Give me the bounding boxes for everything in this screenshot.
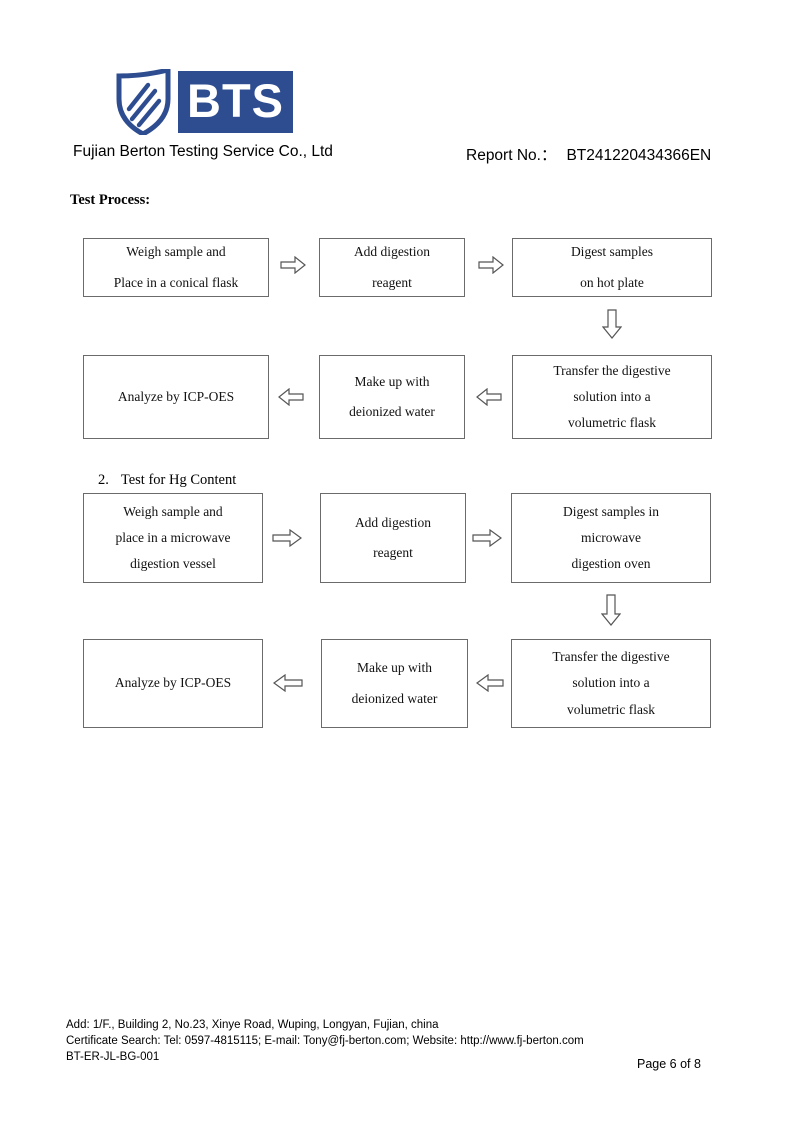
report-number-line: Report No.： BT241220434366EN [466,143,711,165]
footer-contact: Certificate Search: Tel: 0597-4815115; E… [66,1034,584,1047]
hg-section-number: 2. [98,472,109,488]
box-line: Digest samples [570,244,654,260]
arrow-right-icon [280,256,306,274]
box-line: Weigh sample and [123,503,223,519]
box-line: volumetric flask [566,701,656,717]
box-line: Transfer the digestive [552,649,670,665]
box-line: Add digestion [353,244,431,260]
arrow-down-icon [602,309,622,339]
shield-icon [116,66,172,137]
flow1-box-weigh-sample: Weigh sample and Place in a conical flas… [83,238,269,297]
flow1-box-makeup-water: Make up with deionized water [319,355,465,439]
flow1-box-add-digestion: Add digestion reagent [319,238,465,297]
hg-section-title: Test for Hg Content [120,472,237,488]
box-line: Analyze by ICP-OES [114,675,232,691]
arrow-down-icon [601,594,621,626]
flow1-box-digest-hotplate: Digest samples on hot plate [512,238,712,297]
hg-section-heading: 2. Test for Hg Content [98,472,236,489]
flow2-box-add-digestion: Add digestion reagent [320,493,466,583]
flow2-box-analyze-icpoes: Analyze by ICP-OES [83,639,263,728]
flow2-box-makeup-water: Make up with deionized water [321,639,468,728]
flow2-box-weigh-microwave: Weigh sample and place in a microwave di… [83,493,263,583]
report-number-label: Report No.： [466,147,557,164]
arrow-left-icon [476,674,504,692]
flow1-box-analyze-icpoes: Analyze by ICP-OES [83,355,269,439]
test-process-heading: Test Process: [70,192,151,208]
footer-address: Add: 1/F., Building 2, No.23, Xinye Road… [66,1019,439,1031]
arrow-right-icon [478,256,504,274]
arrow-left-icon [273,674,303,692]
box-line: Add digestion [354,514,432,530]
arrow-right-icon [472,529,502,547]
arrow-left-icon [278,388,304,406]
box-line: Place in a conical flask [113,274,239,290]
box-line: microwave [581,529,641,545]
flow1-box-transfer-flask: Transfer the digestive solution into a v… [512,355,712,439]
box-line: Weigh sample and [126,244,226,260]
page-footer: Add: 1/F., Building 2, No.23, Xinye Road… [66,1018,584,1066]
box-line: reagent [373,545,413,560]
logo-wordmark: BTS [178,71,293,133]
page-number: Page 6 of 8 [637,1057,701,1071]
box-line: Make up with [357,660,432,676]
box-line: volumetric flask [567,415,657,431]
company-logo: BTS [116,66,293,137]
box-line: Digest samples in [563,503,659,519]
flow2-box-transfer-flask: Transfer the digestive solution into a v… [511,639,711,728]
box-line: on hot plate [580,274,644,290]
box-line: deionized water [349,404,435,419]
flow2-box-digest-microwave-oven: Digest samples in microwave digestion ov… [511,493,711,583]
box-line: Make up with [354,373,430,389]
arrow-right-icon [272,529,302,547]
box-line: place in a microwave [115,529,231,545]
box-line: reagent [372,274,412,290]
box-line: deionized water [351,690,438,706]
box-line: digestion vessel [130,556,216,572]
report-number-value: BT241220434366EN [566,147,712,164]
box-line: solution into a [572,675,650,691]
box-line: Analyze by ICP-OES [117,388,235,404]
box-line: Transfer the digestive [553,362,671,378]
box-line: digestion oven [571,556,651,572]
arrow-left-icon [476,388,502,406]
company-name: Fujian Berton Testing Service Co., Ltd [73,143,333,160]
box-line: solution into a [573,388,651,404]
footer-form-code: BT-ER-JL-BG-001 [66,1050,160,1063]
